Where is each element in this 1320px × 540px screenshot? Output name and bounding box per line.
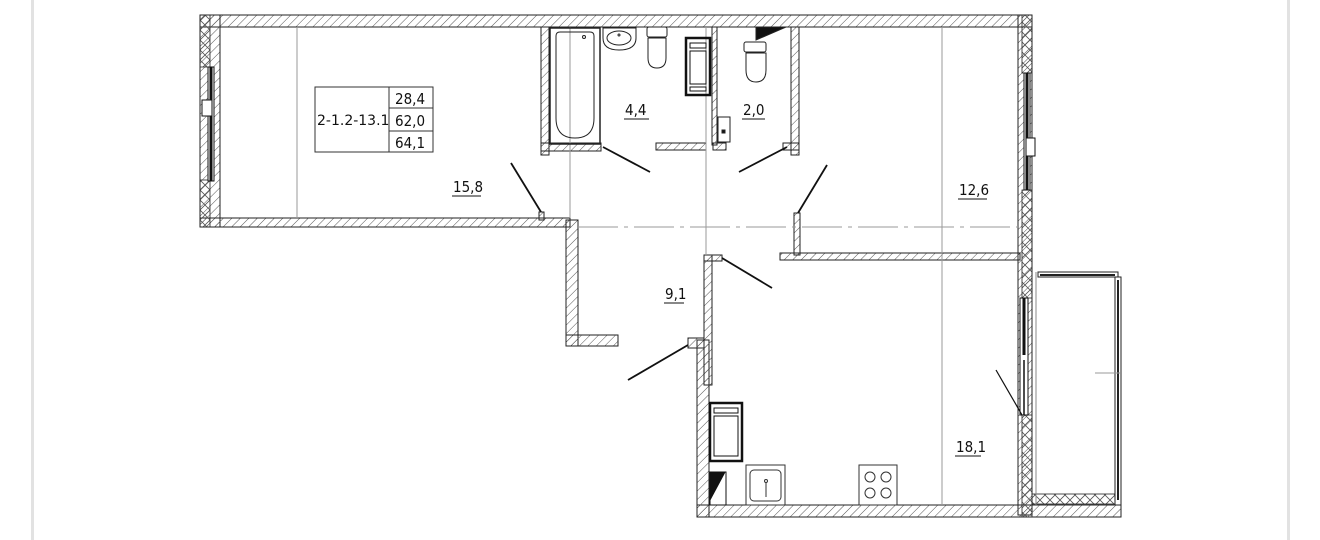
stove-icon bbox=[858, 464, 898, 506]
bathtub-icon bbox=[549, 27, 601, 145]
room-labels bbox=[452, 118, 987, 457]
area-summary-table bbox=[314, 86, 434, 153]
room-area-toilet: 2,0 bbox=[743, 101, 764, 119]
page-frame-left bbox=[31, 0, 34, 540]
page-frame-right bbox=[1287, 0, 1290, 540]
area-living: 28,4 bbox=[395, 90, 425, 108]
window-bedroom bbox=[1023, 72, 1036, 191]
fridge-icon bbox=[708, 401, 744, 463]
room-area-kitchen: 18,1 bbox=[956, 438, 986, 456]
area-total: 62,0 bbox=[395, 112, 425, 130]
room-area-bathroom: 4,4 bbox=[625, 101, 646, 119]
gas-riser-icon bbox=[709, 471, 727, 506]
kitchen-sink-icon bbox=[745, 464, 786, 506]
balcony bbox=[1035, 271, 1122, 506]
room-area-hallway: 9,1 bbox=[665, 285, 686, 303]
towel-rail-icon bbox=[684, 36, 712, 97]
toilet-2-icon bbox=[743, 26, 787, 83]
window-living bbox=[201, 66, 215, 182]
room-area-living: 15,8 bbox=[453, 178, 483, 196]
sink-icon bbox=[602, 27, 637, 51]
apartment-code: 2-1.2-13.1 bbox=[317, 113, 389, 129]
toilet-icon bbox=[646, 26, 668, 69]
room-area-bedroom: 12,6 bbox=[959, 181, 989, 199]
area-with-balcony: 64,1 bbox=[395, 134, 425, 152]
window-kitchen-balcony-door bbox=[995, 297, 1029, 416]
door-swings bbox=[510, 146, 828, 381]
riser-icon bbox=[717, 116, 731, 143]
